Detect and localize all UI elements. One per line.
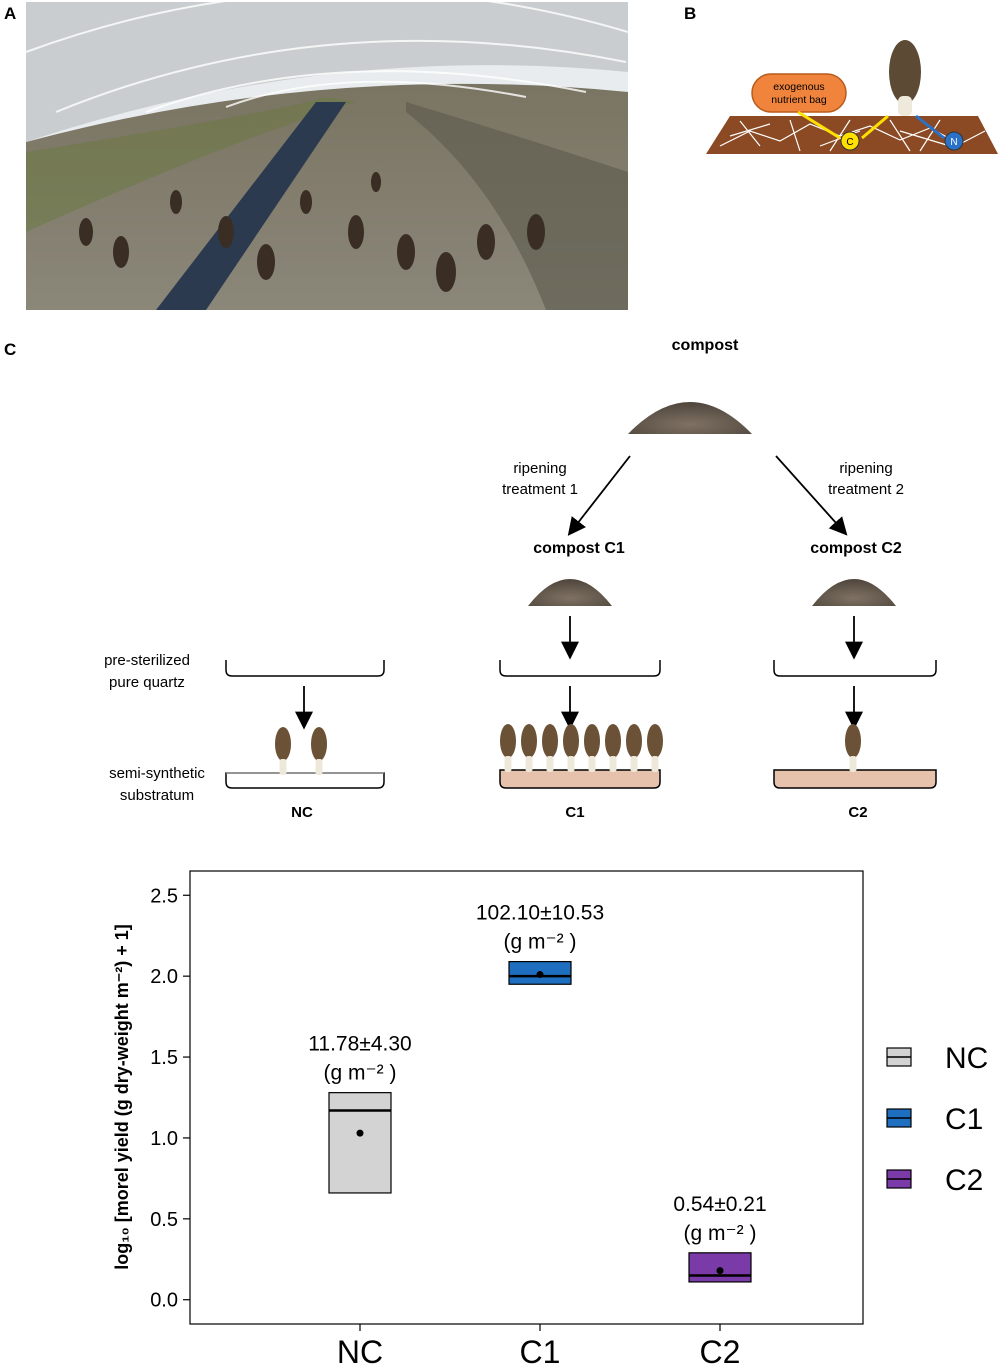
y-axis-label: log₁₀ [morel yield (g dry-weight m⁻²) + … <box>112 924 132 1270</box>
y-tick-label: 1.0 <box>150 1128 178 1150</box>
n-node-label: N <box>950 137 957 148</box>
substrate-tray-nc <box>225 772 385 789</box>
soil-diagram: exogenous nutrient bag C N <box>706 40 998 154</box>
panel-label-a: A <box>4 4 17 23</box>
compost-c1-pile <box>528 579 612 606</box>
quartz-tray-nc <box>225 660 385 677</box>
annotation-value: 0.54±0.21 <box>673 1193 766 1216</box>
quartz-tray-c2 <box>773 660 937 677</box>
bag-label-2: nutrient bag <box>771 94 827 106</box>
morel-icon <box>845 724 861 772</box>
morel-icon <box>647 724 663 772</box>
morel-icon <box>500 724 516 772</box>
morel-icon <box>275 727 291 775</box>
quartz-line2: pure quartz <box>109 674 185 691</box>
c-node-label: C <box>846 137 853 148</box>
greenhouse-illustration <box>26 2 628 310</box>
substrate-tray-c1 <box>499 769 661 789</box>
x-tick-label: C1 <box>520 1334 561 1365</box>
morel-icon <box>563 724 579 772</box>
legend-label: C1 <box>945 1103 983 1136</box>
panel-label-b: B <box>684 4 697 23</box>
group-label-c2: C2 <box>848 804 867 821</box>
compost-c2-pile <box>812 579 896 606</box>
annotation-value: 102.10±10.53 <box>476 902 604 925</box>
y-tick-label: 2.5 <box>150 885 178 907</box>
ripening-2-line1: ripening <box>839 460 892 477</box>
compost-pile <box>628 402 752 434</box>
yield-boxplot: 0.0 0.5 1.0 1.5 2.0 2.5 NC 11.78±4.30 (g m⁻² ) C… <box>112 870 988 1365</box>
y-tick-label: 0.5 <box>150 1209 178 1231</box>
y-tick-label: 1.5 <box>150 1047 178 1069</box>
morel-icon <box>626 724 642 772</box>
legend-label: C2 <box>945 1164 983 1197</box>
nutrient-bag <box>751 73 847 113</box>
morel-icon <box>605 724 621 772</box>
morel-icon <box>542 724 558 772</box>
substrate-tray-c2 <box>773 769 937 789</box>
ripening-1-line1: ripening <box>513 460 566 477</box>
quartz-line1: pre-sterilized <box>104 652 190 669</box>
substratum-line1: semi-synthetic <box>109 765 205 782</box>
annotation-unit: (g m⁻² ) <box>684 1222 757 1245</box>
group-label-c1: C1 <box>565 804 584 821</box>
annotation-unit: (g m⁻² ) <box>504 931 577 954</box>
mean-point <box>356 1129 364 1137</box>
y-tick-label: 0.0 <box>150 1290 178 1312</box>
mean-point <box>536 971 544 979</box>
box-nc <box>328 1092 392 1194</box>
flow-diagram: compost ripening treatment 1 ripening tr… <box>104 337 937 821</box>
morel-icon <box>889 40 921 116</box>
greenhouse-photo <box>26 2 628 310</box>
morel-icon <box>311 727 327 775</box>
group-label-nc: NC <box>291 804 313 821</box>
substratum-line2: substratum <box>120 787 194 804</box>
mycelium-network <box>719 119 986 152</box>
x-tick-label: C2 <box>700 1334 741 1365</box>
ripening-2-line2: treatment 2 <box>828 481 904 498</box>
morel-icon <box>521 724 537 772</box>
quartz-tray-c1 <box>499 660 661 677</box>
nitrogen-node <box>944 131 964 151</box>
mean-point <box>716 1267 724 1275</box>
x-tick-label: NC <box>337 1334 383 1365</box>
morel-icon <box>584 724 600 772</box>
compost-c1-label: compost C1 <box>533 540 625 557</box>
y-tick-label: 2.0 <box>150 966 178 988</box>
legend-label: NC <box>945 1042 988 1075</box>
compost-label: compost <box>672 337 739 354</box>
annotation-unit: (g m⁻² ) <box>324 1062 397 1085</box>
bag-label-1: exogenous <box>773 81 824 93</box>
compost-c2-label: compost C2 <box>810 540 902 557</box>
annotation-value: 11.78±4.30 <box>308 1033 411 1056</box>
panel-label-c: C <box>4 340 17 359</box>
plot-frame <box>189 870 864 1325</box>
ripening-1-line2: treatment 1 <box>502 481 578 498</box>
carbon-node <box>840 131 860 151</box>
